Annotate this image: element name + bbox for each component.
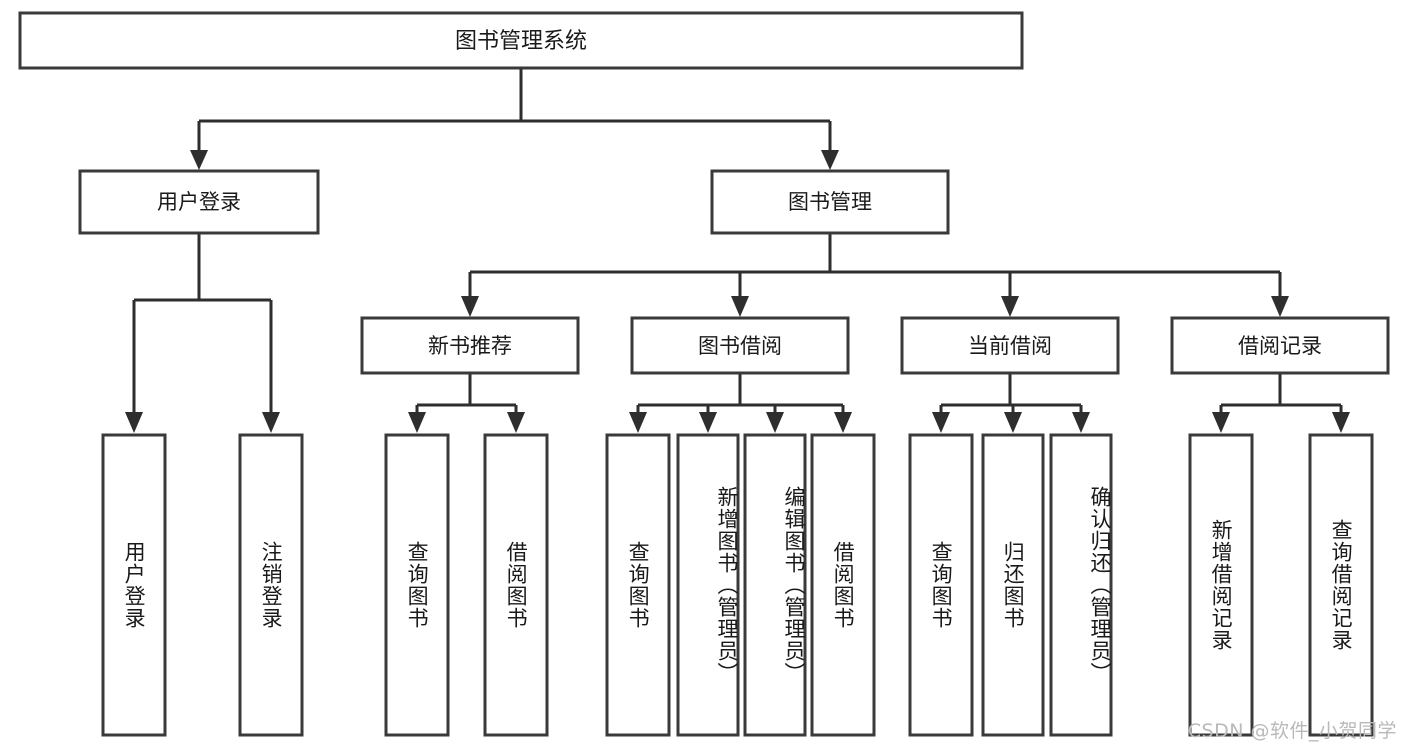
- node-borrow-record[interactable]: 借阅记录: [1170, 316, 1390, 375]
- connector-group-user-login: [125, 233, 280, 433]
- arrowhead-new-book-rec: [461, 296, 479, 317]
- arrowhead-leaf-add-record: [1212, 412, 1230, 433]
- node-current-borrow-label: 当前借阅: [968, 334, 1052, 358]
- node-new-book-rec-box[interactable]: [360, 316, 580, 375]
- node-leaf-query-record-box[interactable]: [1308, 433, 1374, 737]
- arrowhead-current-borrow: [1001, 296, 1019, 317]
- csdn-watermark: CSDN @软件_小贺同学: [1187, 720, 1397, 742]
- arrowhead-leaf-query-book-rec: [408, 412, 426, 433]
- node-leaf-add-book-box[interactable]: [676, 433, 740, 737]
- arrowhead-leaf-confirm-return: [1072, 412, 1090, 433]
- arrowhead-leaf-user-logout: [262, 412, 280, 433]
- arrowhead-leaf-borrow-book: [834, 412, 852, 433]
- connector-group-borrow-record: [1212, 373, 1350, 433]
- node-leaf-user-logout-box[interactable]: [238, 433, 304, 737]
- arrowhead-borrow-record: [1271, 296, 1289, 317]
- arrowhead-leaf-return-book: [1004, 412, 1022, 433]
- arrowhead-leaf-user-login: [125, 412, 143, 433]
- node-user-login-label: 用户登录: [157, 190, 241, 214]
- arrowhead-leaf-query-record: [1332, 412, 1350, 433]
- node-leaf-query-book-rec-box[interactable]: [384, 433, 450, 737]
- node-leaf-add-record-box[interactable]: [1188, 433, 1254, 737]
- node-current-borrow[interactable]: 当前借阅: [900, 316, 1120, 375]
- node-book-manage-label: 图书管理: [788, 190, 872, 214]
- arrowhead-user-login: [190, 150, 208, 170]
- arrowhead-book-borrow: [731, 296, 749, 317]
- node-book-manage-box[interactable]: [710, 169, 950, 235]
- connector-group-current-borrow: [932, 373, 1090, 433]
- connector-group-book-manage: [461, 233, 1289, 317]
- node-leaf-edit-book-box[interactable]: [743, 433, 807, 737]
- arrowhead-book-manage: [821, 150, 839, 170]
- node-root-label: 图书管理系统: [455, 29, 587, 54]
- arrowhead-leaf-borrow-book-rec: [507, 412, 525, 433]
- connector-group-book-borrow: [629, 373, 852, 433]
- node-new-book-rec-label: 新书推荐: [428, 334, 512, 358]
- node-book-borrow-box[interactable]: [630, 316, 850, 375]
- arrowhead-leaf-edit-book: [766, 412, 784, 433]
- connector-group-new-book-rec: [408, 373, 525, 433]
- node-leaf-query-book-borrow-box[interactable]: [605, 433, 671, 737]
- node-book-borrow[interactable]: 图书借阅: [630, 316, 850, 375]
- node-leaf-user-login-box[interactable]: [101, 433, 167, 737]
- node-root-box[interactable]: [18, 11, 1024, 70]
- node-leaf-query-book-current-box[interactable]: [908, 433, 974, 737]
- node-user-login[interactable]: 用户登录: [78, 169, 320, 235]
- node-borrow-record-label: 借阅记录: [1238, 334, 1322, 358]
- arrowhead-leaf-query-book-current: [932, 412, 950, 433]
- node-current-borrow-box[interactable]: [900, 316, 1120, 375]
- node-borrow-record-box[interactable]: [1170, 316, 1390, 375]
- node-leaf-return-book-box[interactable]: [981, 433, 1045, 737]
- node-book-manage[interactable]: 图书管理: [710, 169, 950, 235]
- node-root[interactable]: 图书管理系统: [18, 11, 1024, 70]
- node-new-book-rec[interactable]: 新书推荐: [360, 316, 580, 375]
- node-leaf-borrow-book-box[interactable]: [810, 433, 876, 737]
- node-leaf-borrow-book-rec-box[interactable]: [483, 433, 549, 737]
- arrowhead-leaf-add-book: [699, 412, 717, 433]
- node-book-borrow-label: 图书借阅: [698, 334, 782, 358]
- node-leaf-confirm-return-box[interactable]: [1049, 433, 1113, 737]
- arrowhead-leaf-query-book-borrow: [629, 412, 647, 433]
- connector-group-root: [190, 68, 839, 170]
- node-user-login-box[interactable]: [78, 169, 320, 235]
